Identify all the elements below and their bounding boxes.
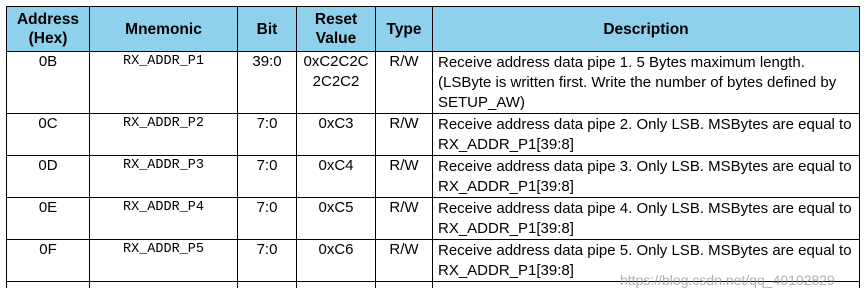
header-type: Type — [375, 6, 433, 52]
reset-value-cell: 0xC4 — [296, 155, 376, 198]
address-cell: 0D — [6, 155, 90, 198]
watermark-text: https://blog.csdn.net/qq_40102829 — [620, 272, 835, 288]
header-address: Address (Hex) — [6, 6, 90, 52]
description-cell: Receive address data pipe 1. 5 Bytes max… — [432, 51, 860, 114]
type-cell: R/W — [375, 197, 433, 240]
empty-cell — [375, 281, 433, 288]
empty-cell — [296, 281, 376, 288]
address-cell: 0F — [6, 239, 90, 282]
header-bit: Bit — [237, 6, 297, 52]
bit-cell: 39:0 — [237, 51, 297, 114]
type-cell: R/W — [375, 239, 433, 282]
address-cell: 0E — [6, 197, 90, 240]
mnemonic-cell: RX_ADDR_P3 — [89, 155, 238, 198]
table-row: 0C RX_ADDR_P2 7:0 0xC3 R/W Receive addre… — [6, 113, 860, 156]
mnemonic-cell: RX_ADDR_P4 — [89, 197, 238, 240]
empty-cell — [432, 281, 860, 288]
address-cell: 0C — [6, 113, 90, 156]
description-cell: Receive address data pipe 5. Only LSB. M… — [432, 239, 860, 282]
empty-cell — [237, 281, 297, 288]
mnemonic-cell: RX_ADDR_P5 — [89, 239, 238, 282]
description-cell: Receive address data pipe 3. Only LSB. M… — [432, 155, 860, 198]
description-cell: Receive address data pipe 4. Only LSB. M… — [432, 197, 860, 240]
empty-cell — [6, 281, 90, 288]
empty-cell — [89, 281, 238, 288]
register-table: Address (Hex) Mnemonic Bit Reset Value T… — [6, 6, 860, 288]
reset-value-cell: 0xC5 — [296, 197, 376, 240]
header-row: Address (Hex) Mnemonic Bit Reset Value T… — [6, 6, 860, 52]
reset-value-text: 0xC2C2C2C2C2 — [303, 53, 369, 90]
table-row: 0B RX_ADDR_P1 39:0 0xC2C2C2C2C2 R/W Rece… — [6, 51, 860, 114]
table-row: 0F RX_ADDR_P5 7:0 0xC6 R/W Receive addre… — [6, 239, 860, 282]
address-cell: 0B — [6, 51, 90, 114]
reset-value-cell: 0xC6 — [296, 239, 376, 282]
header-mnemonic: Mnemonic — [89, 6, 238, 52]
table-row: 0D RX_ADDR_P3 7:0 0xC4 R/W Receive addre… — [6, 155, 860, 198]
reset-value-cell: 0xC2C2C2C2C2 — [296, 51, 376, 114]
header-reset-value: Reset Value — [296, 6, 376, 52]
description-cell: Receive address data pipe 2. Only LSB. M… — [432, 113, 860, 156]
bit-cell: 7:0 — [237, 155, 297, 198]
mnemonic-cell: RX_ADDR_P1 — [89, 51, 238, 114]
bit-cell: 7:0 — [237, 239, 297, 282]
table-row: 0E RX_ADDR_P4 7:0 0xC5 R/W Receive addre… — [6, 197, 860, 240]
type-cell: R/W — [375, 113, 433, 156]
mnemonic-cell: RX_ADDR_P2 — [89, 113, 238, 156]
table-row-partial — [6, 281, 860, 288]
bit-cell: 7:0 — [237, 113, 297, 156]
type-cell: R/W — [375, 155, 433, 198]
reset-value-cell: 0xC3 — [296, 113, 376, 156]
bit-cell: 7:0 — [237, 197, 297, 240]
header-description: Description — [432, 6, 860, 52]
type-cell: R/W — [375, 51, 433, 114]
